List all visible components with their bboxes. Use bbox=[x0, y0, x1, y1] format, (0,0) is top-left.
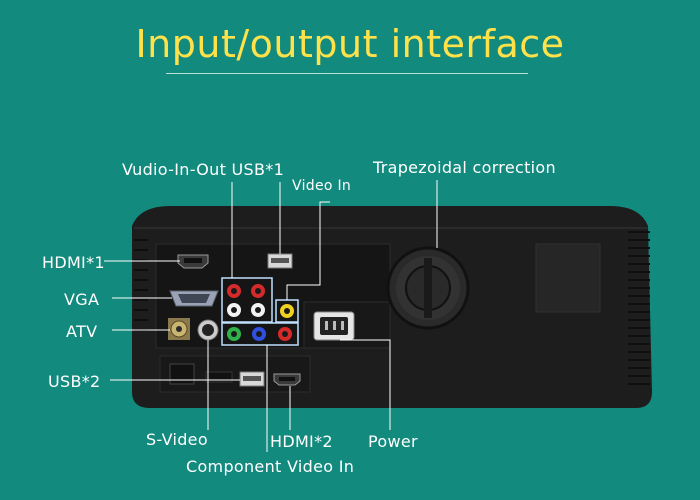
vga-port[interactable] bbox=[169, 290, 219, 307]
hdmi2-port[interactable] bbox=[273, 373, 301, 386]
label-video-in: Video In bbox=[292, 178, 352, 194]
label-usb2: USB*2 bbox=[48, 372, 101, 391]
label-svideo: S-Video bbox=[146, 430, 208, 449]
title-underline bbox=[166, 73, 528, 74]
label-atv: ATV bbox=[66, 322, 98, 341]
rca-audio-group[interactable] bbox=[221, 277, 273, 323]
label-vga: VGA bbox=[64, 290, 100, 309]
label-hdmi1: HDMI*1 bbox=[42, 253, 105, 272]
component-video-group[interactable] bbox=[221, 322, 299, 346]
usb-port-top[interactable] bbox=[267, 253, 293, 269]
video-in-port[interactable] bbox=[275, 299, 299, 323]
leader-lines bbox=[104, 180, 438, 452]
page-title: Input/output interface bbox=[135, 22, 565, 66]
label-vudio-usb: Vudio-In-Out USB*1 bbox=[122, 160, 285, 179]
ir-window bbox=[169, 363, 195, 385]
hdmi1-port[interactable] bbox=[177, 254, 209, 269]
usb-port-bottom[interactable] bbox=[239, 371, 265, 387]
blank-slot bbox=[205, 371, 233, 383]
svideo-port[interactable] bbox=[197, 319, 219, 341]
vent-grille bbox=[628, 231, 650, 385]
label-hdmi2: HDMI*2 bbox=[270, 432, 333, 451]
trapezoidal-knob[interactable] bbox=[386, 246, 470, 330]
label-power: Power bbox=[368, 432, 418, 451]
speaker-grille bbox=[535, 243, 601, 313]
label-trapezoidal: Trapezoidal correction bbox=[373, 158, 556, 177]
power-socket[interactable] bbox=[313, 311, 355, 341]
label-component: Component Video In bbox=[186, 457, 355, 476]
atv-port[interactable] bbox=[168, 318, 190, 340]
